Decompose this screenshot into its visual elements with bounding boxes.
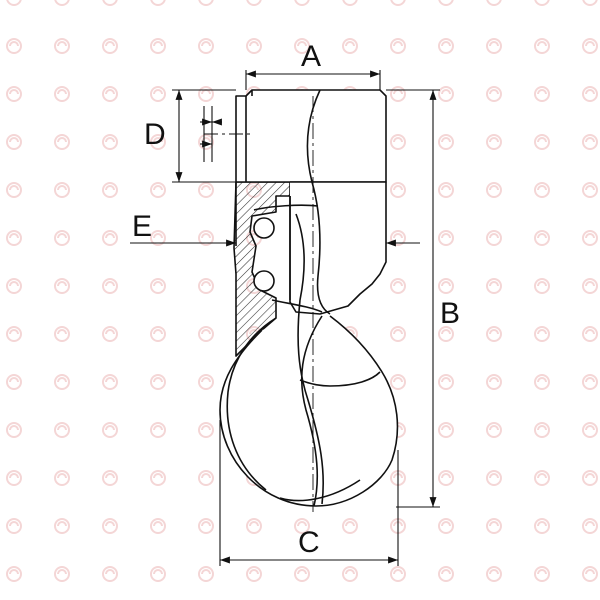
dimension-b — [386, 89, 440, 508]
label-a: A — [301, 40, 321, 73]
spray-ball — [219, 299, 399, 507]
bearing-ball-upper — [253, 217, 275, 239]
inlet-nut — [235, 89, 387, 183]
label-e: E — [132, 210, 152, 243]
housing-body — [235, 181, 387, 315]
label-d: D — [144, 118, 166, 151]
dimension-d — [172, 89, 250, 183]
bearing-ball-lower — [253, 270, 275, 292]
label-c: C — [298, 526, 320, 559]
dimension-a — [245, 70, 381, 90]
rotor-shaft — [295, 89, 331, 315]
hatched-section — [233, 181, 291, 357]
dimension-c — [219, 420, 399, 566]
label-b: B — [440, 297, 460, 330]
